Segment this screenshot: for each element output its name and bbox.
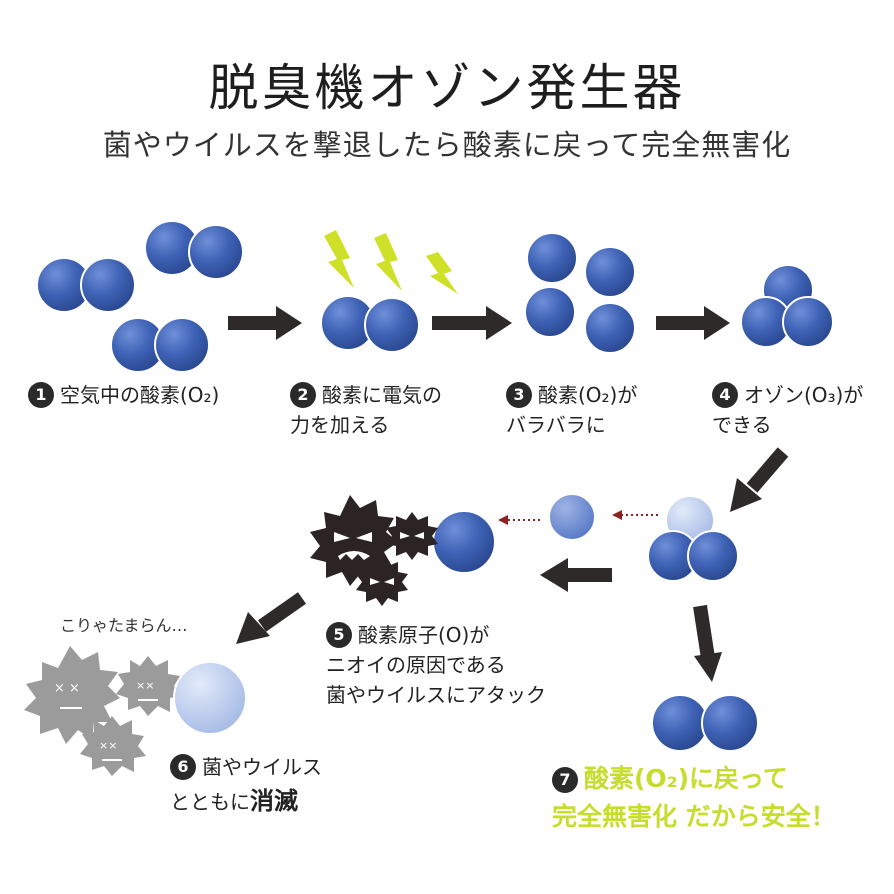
oxygen-molecule-2 [320,295,420,353]
step-6-number-badge: 6 [170,754,196,780]
germ-speech-text: こりゃたまらん… [60,616,188,635]
arrow-right-icon [432,306,512,340]
germ-defeated-icon: × × [24,646,120,744]
ozone-molecule-4 [740,264,834,348]
step-6-line-2a: とともに [170,790,250,814]
oxygen-molecule-1c [110,317,210,373]
step-1-number-badge: 1 [28,382,54,408]
lightning-icon [324,230,458,294]
step-7-number-badge: 7 [552,767,578,793]
dotted-arrow-icon [498,515,540,525]
step-1-text: 空気中の酸素(O₂) [60,383,220,407]
step-4-line-1: オゾン(O₃)が [744,383,864,407]
oxygen-atom-attacking [432,510,496,574]
arrow-left-icon [540,558,612,592]
dotted-arrow-icon [612,510,658,520]
oxygen-atom-faded [173,661,247,735]
step-3-number-badge: 3 [506,382,532,408]
ozone-molecule-split [647,495,739,582]
oxygen-atoms-3 [524,232,636,354]
germ-angry-icon [356,558,408,606]
arrow-down-left-icon [236,592,307,644]
step-6-line-1: 菌やウイルス [202,755,322,779]
arrow-down-left-icon [730,447,789,512]
germ-defeated-icon: ×× [80,716,146,776]
page-title: 脱臭機オゾン発生器 [208,59,686,117]
step-2-line-2: 力を加える [290,413,390,437]
step-7-line-2: 完全無害化 だから安全！ [552,802,836,831]
germ-defeated-icon: ×× [116,656,182,716]
step-5-line-2: ニオイの原因である [326,653,506,677]
oxygen-molecule-1b [144,220,244,280]
svg-text:××: ×× [99,739,117,752]
oxygen-molecule-final [651,694,759,752]
svg-text:××: ×× [136,679,154,692]
oxygen-molecule-1a [36,257,136,313]
oxygen-atom-moving [548,493,596,541]
page-subtitle: 菌やウイルスを撃退したら酸素に戻って完全無害化 [102,128,792,162]
step-7-line-1: 酸素(O₂)に戻って [584,764,788,793]
step-2-number-badge: 2 [290,382,316,408]
step-5-number-badge: 5 [326,622,352,648]
svg-text:× ×: × × [54,681,80,696]
step-2-line-1: 酸素に電気の [322,383,442,407]
arrow-right-icon [656,306,730,340]
step-3-line-2: バラバラに [506,413,606,437]
step-6-vanish-text: 消滅 [250,787,298,815]
step-3-line-1: 酸素(O₂)が [538,383,638,407]
step-5-line-1: 酸素原子(O)が [358,623,490,647]
step-4-number-badge: 4 [712,382,738,408]
step-4-line-2: できる [712,413,772,437]
germ-angry-icon [386,512,438,560]
arrow-right-icon [228,306,302,340]
germ-angry-icon [310,495,398,586]
arrow-down-icon [693,604,722,682]
step-5-line-3: 菌やウイルスにアタック [326,683,546,707]
